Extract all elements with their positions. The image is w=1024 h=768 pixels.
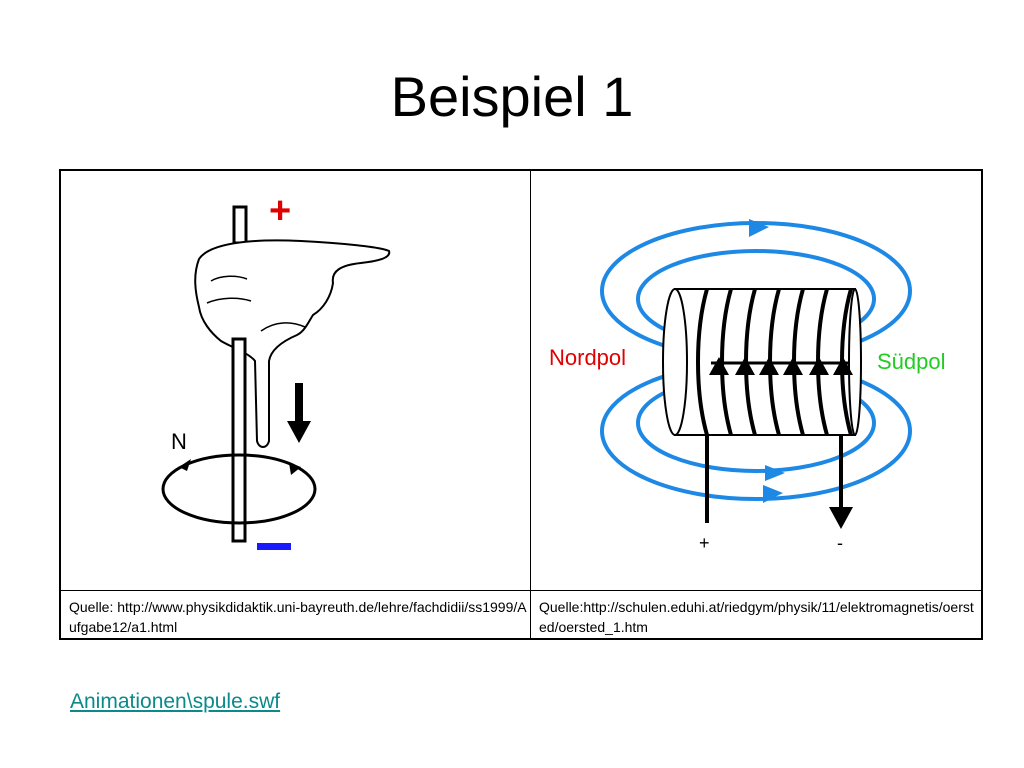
minus-sign (257, 543, 291, 550)
internal-field-arrows (709, 357, 853, 375)
finger-line (206, 297, 252, 304)
figure-table: + N (59, 169, 983, 640)
animation-link[interactable]: Animationen\spule.swf (70, 690, 281, 713)
wire-body (231, 337, 247, 543)
wire-hand-drawing: + N (161, 190, 391, 550)
source-text-left: Quelle: http://www.physikdidaktik.uni-ba… (69, 599, 527, 635)
coil-end-right (848, 288, 862, 436)
lead-arrow-icon (829, 507, 853, 529)
field-arrow-icon (179, 459, 191, 471)
field-arrow-icon (763, 485, 783, 503)
finger-line (210, 275, 248, 282)
source-cell-right: Quelle:http://schulen.eduhi.at/riedgym/p… (531, 591, 981, 638)
field-arrow-icon (749, 219, 769, 237)
coil-illustration: Nordpol Südpol + - (531, 171, 981, 591)
north-label: N (171, 429, 187, 454)
field-loop (161, 453, 317, 525)
plus-sign: + (269, 190, 291, 232)
wire-top (232, 205, 248, 245)
plus-terminal-label: + (699, 533, 710, 553)
finger-line (260, 322, 306, 332)
suedpol-label: Südpol (877, 349, 946, 374)
source-text-right: Quelle:http://schulen.eduhi.at/riedgym/p… (539, 599, 974, 635)
current-arrow-icon (287, 383, 311, 443)
field-arrow-icon (289, 463, 301, 475)
source-cell-left: Quelle: http://www.physikdidaktik.uni-ba… (61, 591, 531, 638)
wire-hand-illustration: + N (61, 171, 531, 591)
minus-terminal-label: - (837, 533, 843, 553)
coil-end-left (662, 288, 688, 436)
hand-outline (194, 239, 391, 448)
slide-title: Beispiel 1 (390, 65, 634, 128)
field-arrow-icon (765, 465, 785, 481)
coil-drawing: Nordpol Südpol + - (549, 219, 946, 553)
nordpol-label: Nordpol (549, 345, 626, 370)
